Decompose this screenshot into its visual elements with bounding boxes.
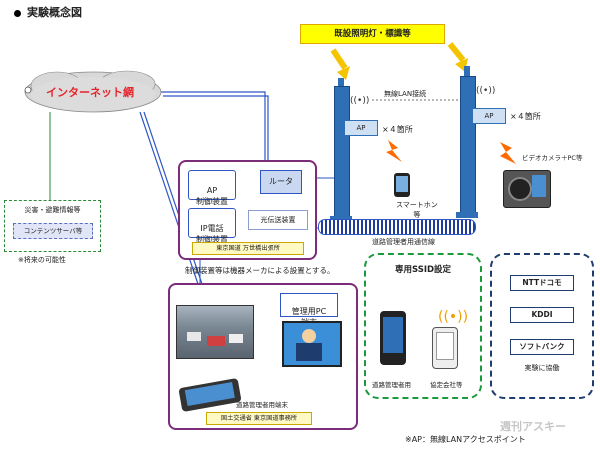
pole-base-right [456,212,478,218]
internet-link-line-2 [163,95,269,165]
optical-transmitter: 光伝送装置 [248,210,308,230]
lightning-icon [500,142,516,164]
carriers-box: NTTドコモ KDDI ソフトバンク 実験に協働 [490,253,594,399]
carrier-softbank: ソフトバンク [510,339,574,355]
traffic-camera-image [176,305,254,359]
light-pole-left [334,86,350,222]
smartphone-icon [394,173,410,197]
arrow-left-head [337,66,350,80]
carriers-caption: 実験に協働 [524,364,560,372]
wifi-icon: ((•)) [438,309,469,325]
pole-top-left [338,78,344,86]
smartphone-label: スマートホン 等 [396,201,438,219]
terminal-device-icon [178,377,242,413]
office-box: AP 制御装置 ルータ IP電話 制御装置 光伝送装置 東京国道 万世橋出張所 [178,160,317,260]
watermark: 週刊アスキー [500,420,566,433]
disaster-info-box: 災害・避難情報等 コンテンツサーバ等 [4,200,101,252]
cloud-icon [24,70,162,113]
video-camera-label: ビデオカメラ＋PC等 [522,154,583,162]
internet-label: インターネット網 [46,86,134,99]
road-admin-label: 道路管理者用 [372,381,411,389]
content-server: コンテンツサーバ等 [13,223,93,239]
road-comm-line-label: 道路管理者用通信線 [372,238,435,246]
bullet-icon [14,9,21,17]
optical-cable [318,219,476,235]
pole-top-right [464,66,470,76]
ip-phone-control-device: IP電話 制御装置 [188,208,236,244]
internet-cloud: インターネット網 [22,68,164,116]
existing-lights-label: 既設照明灯・標識等 [300,24,445,44]
partner-label: 協定会社等 [430,381,463,389]
arrow-left [330,48,348,70]
partner-phone-icon [432,327,458,369]
footnote: ※AP：無線LANアクセスポイント [405,435,526,444]
video-camera-icon [503,170,551,208]
road-admin-phone-icon [380,311,406,365]
ssid-box: 専用SSID設定 ((•)) 道路管理者用 協定会社等 [364,253,482,399]
arrow-right [447,42,466,62]
carrier-kddi: KDDI [510,307,574,323]
disaster-info-label: 災害・避難情報等 [24,206,81,214]
router-device: ルータ [260,170,302,194]
light-pole-right [460,76,476,218]
ap-box-left: AP [344,120,378,136]
wireless-lan-label: 無線LAN接続 [384,90,427,98]
ministry-box: 管理用PC 端末 道路管理者用端末 国土交通省 東京国道事務所 [168,283,358,430]
ministry-caption: 国土交通省 東京国道事務所 [206,412,312,425]
ap-count-left: ×４箇所 [382,125,413,134]
internet-link-line [160,91,266,165]
pc-terminal-icon [282,321,342,367]
ap-count-right: ×４箇所 [510,112,541,121]
office-caption: 東京国道 万世橋出張所 [192,242,304,255]
internet-ministry-line-2 [143,111,205,291]
antenna-icon: ((•)) [476,86,496,96]
page-title: 実験概念図 [14,4,82,20]
future-note: ※将来の可能性 [18,256,66,264]
antenna-icon: ((•)) [350,96,370,106]
ssid-title: 専用SSID設定 [394,265,452,275]
internet-ministry-line [139,111,201,291]
carrier-docomo: NTTドコモ [510,275,574,291]
pc-terminal-label: 管理用PC 端末 [280,293,338,327]
ap-control-device: AP 制御装置 [188,170,236,206]
control-note: 制御装置等は機器メーカによる設置とする。 [185,266,335,275]
ap-box-right: AP [472,108,506,124]
terminal-caption: 道路管理者用端末 [236,401,288,409]
lightning-icon [386,140,402,162]
